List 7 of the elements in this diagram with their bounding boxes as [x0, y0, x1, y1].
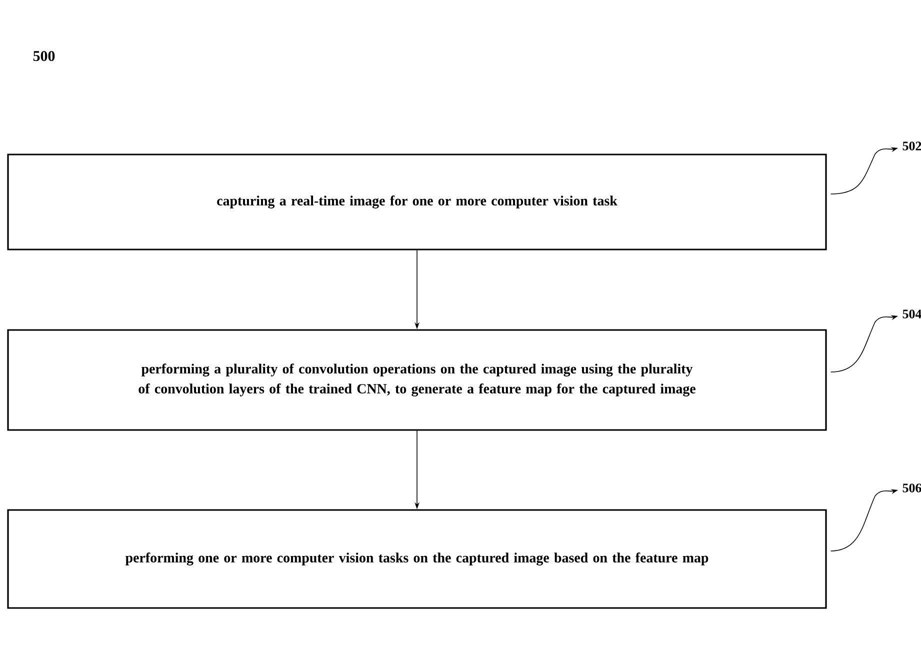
reference-numeral: 502 [902, 142, 921, 150]
reference-numeral: 504 [902, 310, 921, 318]
reference-numeral: 506 [902, 484, 921, 492]
process-box: capturing a real-time image for one or more computer vision task [7, 154, 827, 250]
figure-number: 500 [33, 50, 55, 62]
process-box: performing one or more computer vision tasks on the captured image based on the feature map [7, 509, 827, 609]
process-box: performing a plurality of convolution operations on the captured image using the plurality of convolution layers of the trained CNN, to generate a feature map for the captured image [7, 329, 827, 431]
